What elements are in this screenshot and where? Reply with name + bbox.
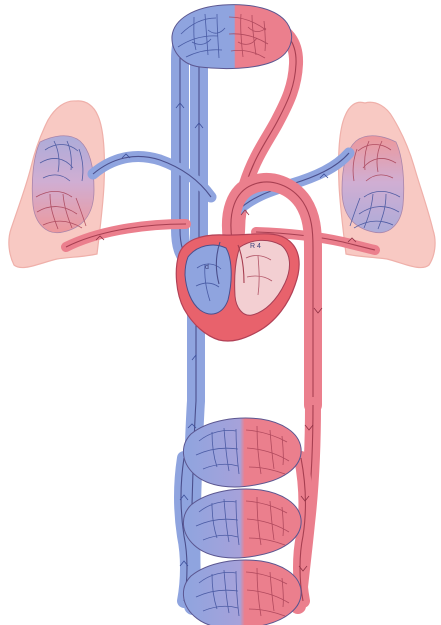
left-atrium-label: R 4 bbox=[250, 243, 261, 250]
lower-capillary-bed-3 bbox=[183, 560, 301, 625]
upper-capillary-bed bbox=[172, 5, 292, 69]
lower-capillary-bed-1 bbox=[183, 418, 301, 487]
heart: d R 4 bbox=[176, 234, 299, 341]
lower-capillary-bed-2 bbox=[183, 489, 301, 558]
right-atrium-label: d bbox=[205, 264, 209, 271]
left-lung bbox=[9, 101, 105, 268]
